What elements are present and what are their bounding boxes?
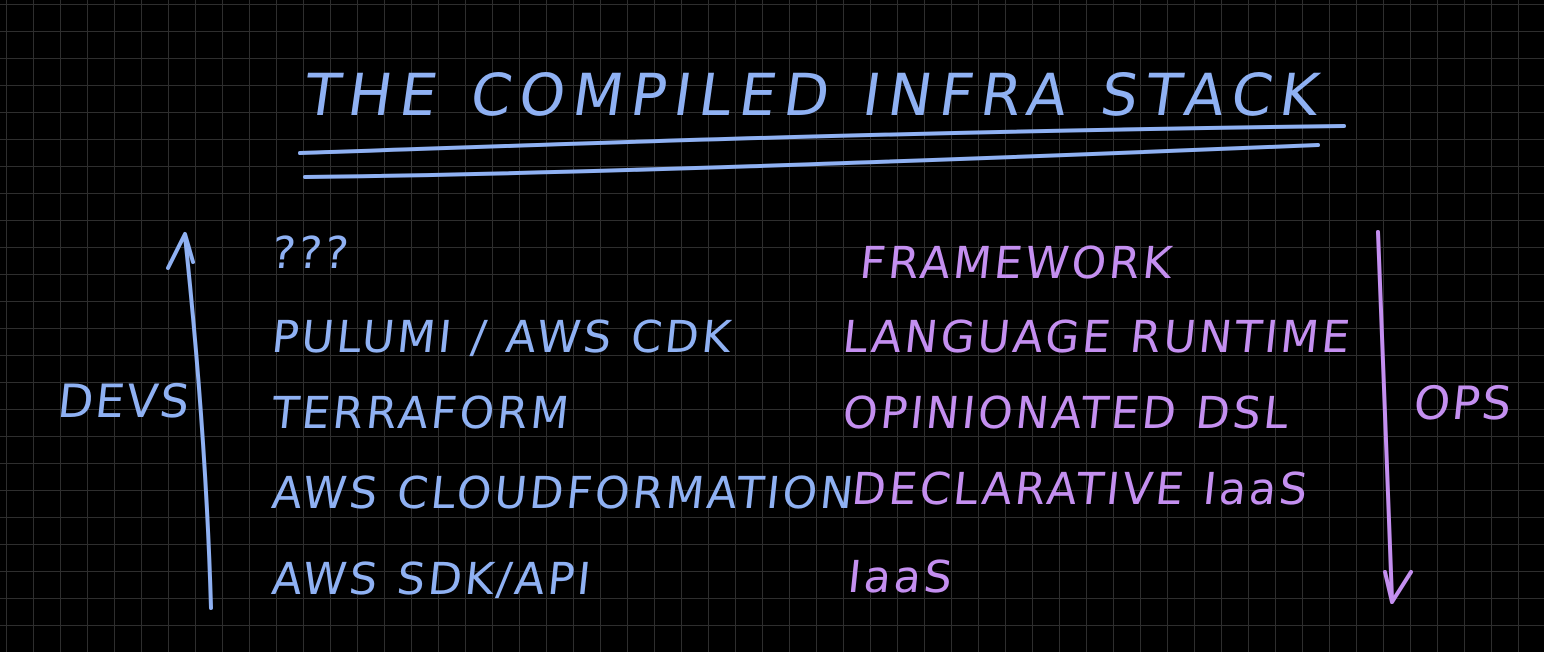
tool-label-dsl-tier: TERRAFORM — [269, 388, 575, 439]
tool-label-runtime-tier: PULUMI / AWS CDK — [269, 312, 737, 363]
layer-label-opinionated-dsl: OPINIONATED DSL — [840, 388, 1294, 439]
layer-label-declarative-iaas: DECLARATIVE IaaS — [849, 464, 1313, 515]
layer-label-framework: FRAMEWORK — [857, 238, 1178, 289]
tool-label-iaas-tier: AWS SDK/API — [269, 554, 596, 605]
tool-label-framework-tier: ??? — [269, 228, 354, 279]
layer-label-language-runtime: LANGUAGE RUNTIME — [840, 312, 1356, 363]
tool-label-declarative-tier: AWS CLOUDFORMATION — [269, 468, 859, 519]
layer-label-iaas: IaaS — [845, 552, 958, 603]
